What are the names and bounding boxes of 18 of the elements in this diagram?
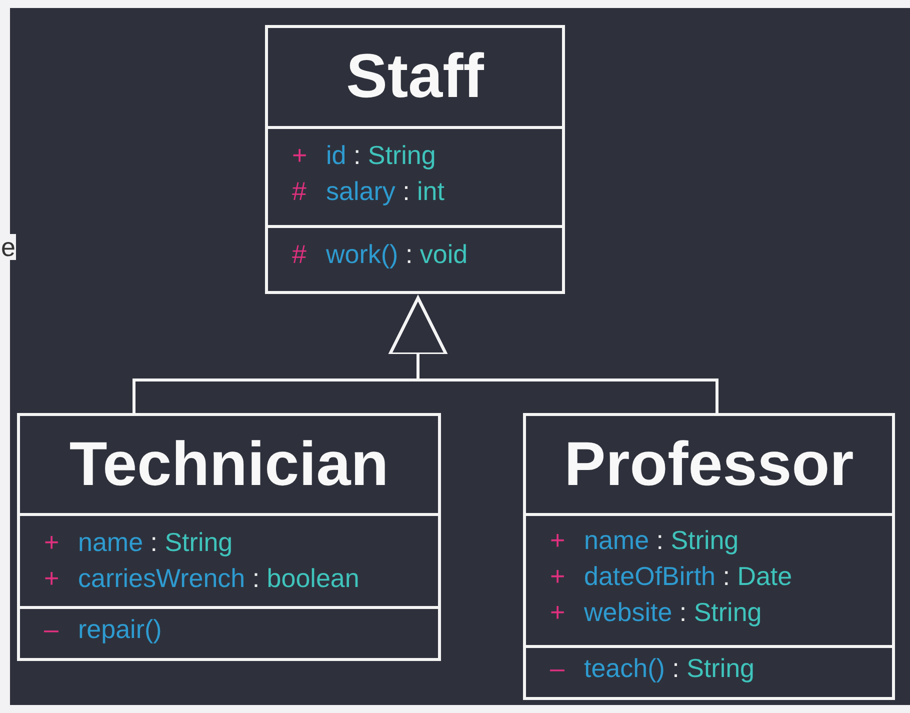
class-member: + id : String [292,139,437,172]
class-box [17,413,441,661]
class-member: + dateOfBirth : Date [550,560,794,593]
class-name: Staff [345,41,485,113]
class-box [265,25,565,294]
class-member: # work() : void [292,238,469,271]
class-name: Professor [563,428,855,500]
class-member: – repair() [44,613,163,646]
class-member: + carriesWrench : boolean [44,562,360,595]
cut-off-letter: e [1,234,16,260]
class-member: # salary : int [292,175,446,208]
class-member: + name : String [550,524,740,557]
class-member: – teach() : String [550,652,756,685]
class-name: Technician [68,428,390,500]
class-member: + name : String [44,526,234,559]
class-member: + website : String [550,596,763,629]
inheritance-arrow [388,296,718,413]
class-box [523,413,895,700]
